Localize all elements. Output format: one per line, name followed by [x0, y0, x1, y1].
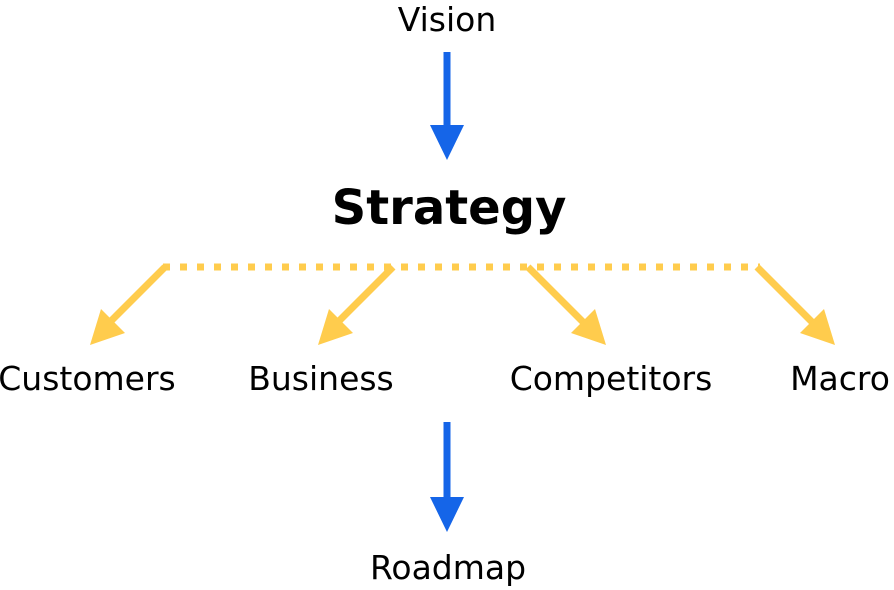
node-competitors: Competitors	[509, 359, 713, 398]
node-strategy: Strategy	[331, 180, 567, 236]
node-vision: Vision	[397, 0, 497, 39]
node-business: Business	[248, 359, 394, 398]
node-roadmap: Roadmap	[369, 548, 527, 587]
arrow-to-competitors	[525, 264, 606, 345]
node-customers: Customers	[0, 359, 176, 398]
arrow-strategy-to-roadmap	[430, 422, 464, 532]
arrow-to-business	[318, 264, 396, 345]
arrow-to-macro	[754, 264, 835, 345]
arrow-vision-to-strategy	[430, 52, 464, 160]
arrow-to-customers	[90, 264, 168, 345]
node-macro: Macro	[790, 359, 890, 398]
